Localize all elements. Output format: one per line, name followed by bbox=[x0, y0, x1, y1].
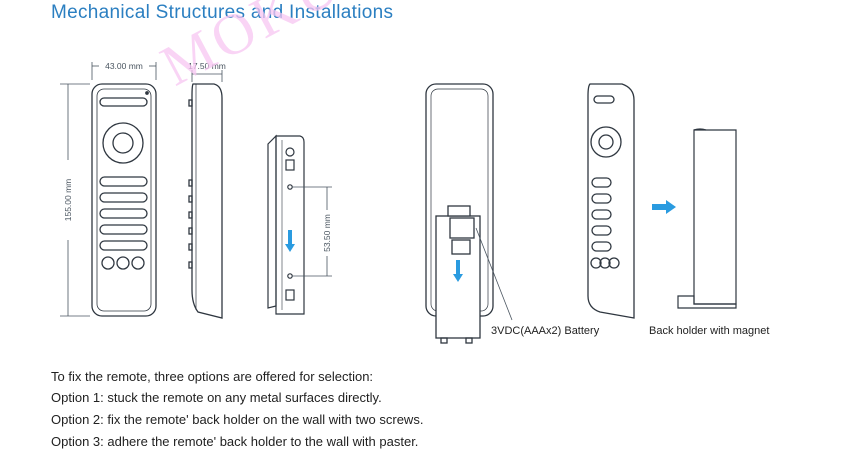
remote-front-view bbox=[91, 83, 157, 317]
screw-spacing-dimension bbox=[292, 186, 332, 277]
height-dimension bbox=[60, 83, 90, 317]
holder-caption: Back holder with magnet bbox=[649, 325, 770, 337]
depth-label: 17.50 mm bbox=[188, 61, 226, 71]
right-arrow-icon bbox=[652, 200, 676, 214]
height-label: 155.00 mm bbox=[63, 179, 73, 222]
option-1: Option 1: stuck the remote on any metal … bbox=[51, 390, 382, 405]
option-2: Option 2: fix the remote' back holder on… bbox=[51, 412, 424, 427]
option-3: Option 3: adhere the remote' back holder… bbox=[51, 434, 419, 449]
depth-dimension bbox=[191, 70, 223, 82]
battery-arrow-icon bbox=[453, 260, 463, 282]
down-arrow-icon bbox=[285, 230, 295, 252]
width-label: 43.00 mm bbox=[105, 61, 143, 71]
instructions-heading: To fix the remote, three options are off… bbox=[51, 369, 374, 384]
remote-back-battery-view bbox=[425, 83, 494, 344]
battery-leader-line bbox=[475, 227, 513, 321]
battery-caption: 3VDC(AAAx2) Battery bbox=[491, 325, 600, 337]
screw-spacing-label: 53.50 mm bbox=[322, 214, 332, 252]
back-holder-screw-view bbox=[267, 134, 305, 315]
magnet-back-holder bbox=[677, 128, 737, 309]
page-title: Mechanical Structures and Installations bbox=[51, 2, 394, 23]
width-dimension bbox=[91, 62, 157, 80]
remote-side-view bbox=[188, 83, 223, 319]
remote-angled-view bbox=[587, 83, 635, 319]
